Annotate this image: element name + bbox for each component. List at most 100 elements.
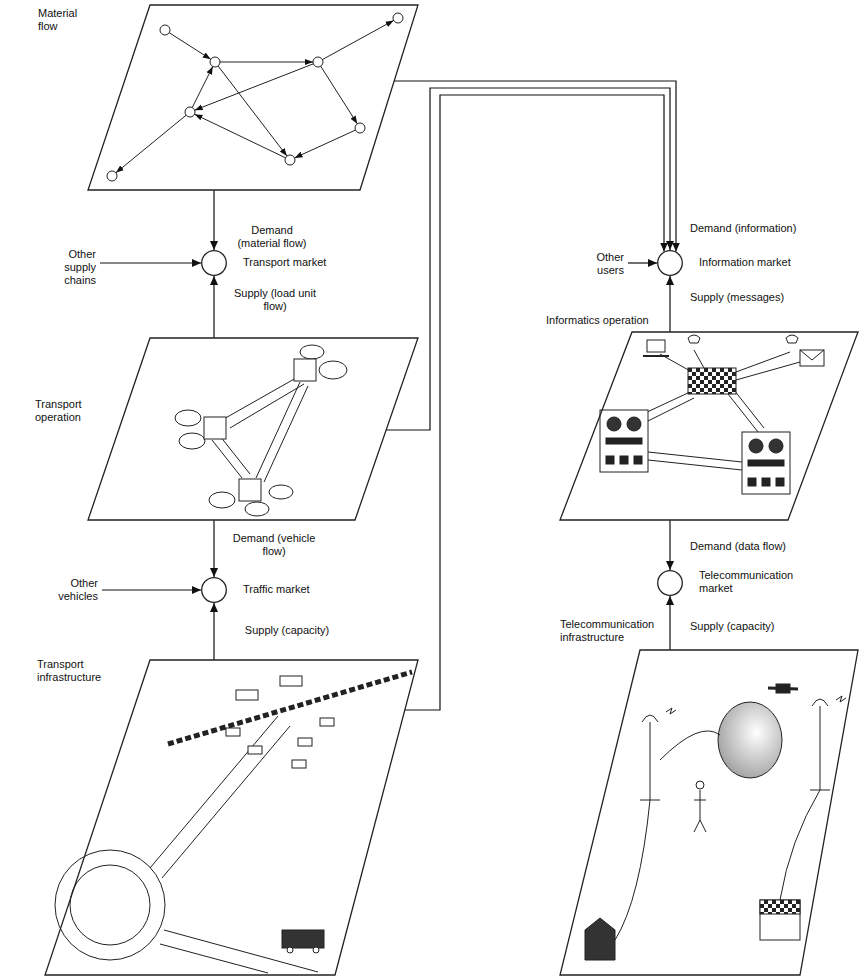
transport-infrastructure-art-part xyxy=(248,746,262,754)
transport-operation-art-part xyxy=(175,410,201,426)
informatics-art-part xyxy=(749,439,763,453)
transport-infrastructure-art-part xyxy=(70,865,150,945)
node-label: Transport market xyxy=(243,256,363,269)
transport-operation-art-part xyxy=(300,345,324,359)
transport-infrastructure-art xyxy=(55,672,412,973)
informatics-art-part xyxy=(748,460,784,466)
informatics-art-part xyxy=(748,478,756,486)
flow-arrow xyxy=(386,88,670,430)
material-network-part xyxy=(165,30,215,62)
telecom-art-part xyxy=(666,696,846,714)
transport-infrastructure-art-part xyxy=(292,760,306,768)
transport-infrastructure-art-part xyxy=(55,850,165,960)
material-network-part xyxy=(285,155,295,165)
source-text: Other vehicles xyxy=(46,577,102,603)
informatics-art-part xyxy=(688,335,700,343)
telecom-art-part xyxy=(585,918,615,960)
material-network-part xyxy=(313,57,323,67)
source-text: Other supply chains xyxy=(56,248,100,287)
plane-node: Material flow xyxy=(88,5,418,190)
material-network-part xyxy=(160,25,170,35)
circle-outline xyxy=(658,571,683,596)
material-network-part xyxy=(215,62,318,63)
transport-operation-art-part xyxy=(269,485,293,499)
flow-arrow xyxy=(102,589,201,590)
circle-outline xyxy=(202,578,227,603)
informatics-art-part xyxy=(786,335,798,343)
edge-label: Supply (load unit flow) xyxy=(230,287,320,313)
transport-infrastructure-art-part xyxy=(226,676,334,768)
plane-outline xyxy=(88,5,418,190)
transport-operation-art-part xyxy=(294,359,316,381)
node-label: Traffic market xyxy=(243,583,363,596)
transport-operation-art-part xyxy=(256,382,308,482)
informatics-art-part xyxy=(620,456,628,464)
source-label: Other vehicles xyxy=(46,577,102,603)
edge-label: Demand (information) xyxy=(688,222,842,235)
flow-arrow xyxy=(213,520,214,577)
telecom-art-part xyxy=(694,790,706,832)
material-network-part xyxy=(355,123,365,133)
edge-label: Supply (messages) xyxy=(688,291,842,304)
flow-arrow xyxy=(213,276,214,338)
transport-infrastructure-art-part xyxy=(320,718,334,726)
material-network-part xyxy=(190,62,215,112)
material-network-part xyxy=(107,171,117,181)
flow-arrow xyxy=(669,276,670,332)
transport-operation-art xyxy=(175,345,347,516)
transport-infrastructure-art-part xyxy=(280,676,302,686)
node-label: Telecommunication market xyxy=(699,569,811,595)
flow-arrow xyxy=(669,520,670,570)
material-network-part xyxy=(210,57,220,67)
transport-operation-art-part xyxy=(204,359,316,501)
informatics-art xyxy=(600,335,824,494)
informatics-art-part xyxy=(627,417,641,431)
circle-outline xyxy=(658,251,683,276)
node-label: Information market xyxy=(699,256,819,269)
transport-infrastructure-art-part xyxy=(298,738,312,746)
material-network-part xyxy=(318,18,398,62)
transport-operation-art-part xyxy=(319,361,347,379)
plane-outline xyxy=(560,650,858,975)
node-label: Material flow xyxy=(38,7,86,33)
flow-arrow xyxy=(100,262,201,263)
transport-infrastructure-art-part xyxy=(287,947,293,953)
circle-outline xyxy=(202,251,227,276)
telecom-art-part xyxy=(760,900,800,940)
telecom-art-part xyxy=(780,790,820,900)
informatics-art-part xyxy=(800,350,824,366)
telecom-art-part xyxy=(760,900,800,914)
informatics-art-part xyxy=(600,410,648,472)
flow-arrow xyxy=(213,603,214,660)
informatics-art-part xyxy=(769,439,783,453)
flow-arrow xyxy=(405,95,664,710)
plane-outline xyxy=(560,332,858,520)
telecom-art-part xyxy=(615,800,650,940)
plane-node: Transport infrastructure xyxy=(45,660,418,975)
informatics-art-part xyxy=(742,432,790,494)
informatics-art-part xyxy=(606,438,642,444)
transport-operation-art-part xyxy=(204,417,226,439)
transport-operation-art-part xyxy=(245,502,269,516)
transport-infrastructure-art-part xyxy=(168,672,412,744)
informatics-art-part xyxy=(607,417,621,431)
informatics-art-part xyxy=(800,350,824,360)
telecom-art-part xyxy=(768,688,798,689)
plane-outline xyxy=(88,338,418,520)
transport-operation-art-part xyxy=(179,433,205,449)
plane-outline xyxy=(88,5,418,190)
edge-label: Demand (data flow) xyxy=(688,540,842,553)
material-network-part xyxy=(215,62,290,160)
telecom-art-part xyxy=(660,731,720,760)
plane-node: Telecommunication infrastructure xyxy=(560,650,858,975)
circle-outline xyxy=(201,250,227,276)
informatics-art-part xyxy=(643,355,669,357)
circle-outline xyxy=(201,577,227,603)
informatics-art-part xyxy=(634,456,642,464)
material-network-part xyxy=(290,128,360,160)
node-label: Transport operation xyxy=(35,398,97,424)
circle-outline xyxy=(657,570,683,596)
plane-outline xyxy=(560,332,858,520)
flow-arrow xyxy=(394,81,676,252)
node-label: Transport infrastructure xyxy=(37,658,109,684)
